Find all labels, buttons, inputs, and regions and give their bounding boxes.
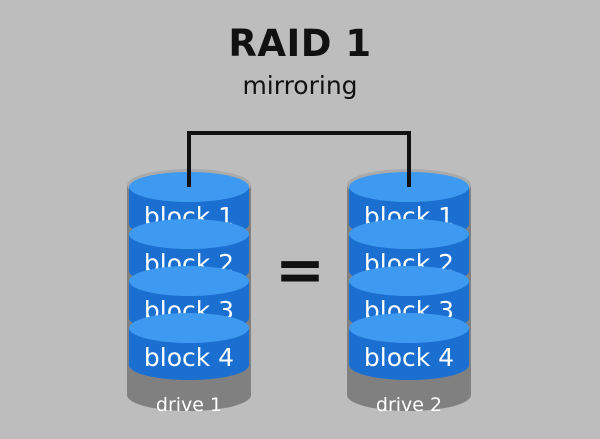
mirror-connector-line (187, 131, 411, 187)
block-cylinder (349, 328, 469, 380)
drive-label: drive 1 (156, 394, 222, 416)
block-label: block 4 (144, 343, 234, 372)
equals-sign: = (275, 235, 325, 305)
block-top (129, 219, 249, 249)
diagram-title: RAID 1 (228, 22, 372, 65)
block-label: block 4 (364, 343, 454, 372)
block-top (349, 266, 469, 296)
diagram-subtitle: mirroring (242, 71, 358, 100)
block-top (129, 266, 249, 296)
drive-label: drive 2 (376, 394, 442, 416)
block-top (349, 219, 469, 249)
block-cylinder (129, 328, 249, 380)
block-top (349, 313, 469, 343)
block-top (129, 313, 249, 343)
